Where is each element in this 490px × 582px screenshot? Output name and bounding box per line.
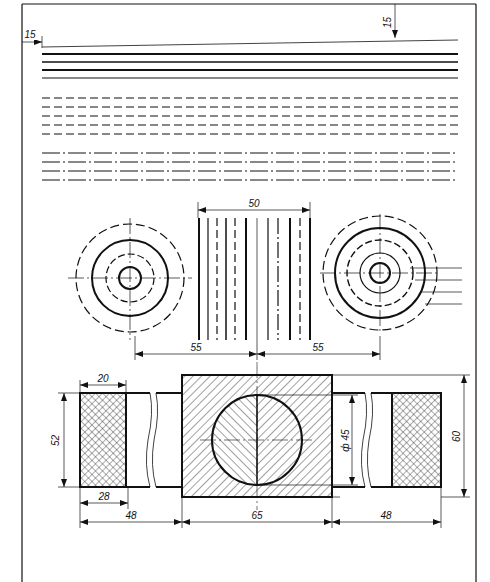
- dimension-value: 48: [379, 510, 392, 521]
- dimension-value: 28: [97, 491, 110, 502]
- dimension-value: 50: [247, 198, 260, 209]
- dimension-value: 55: [189, 342, 202, 353]
- dimension-value: 65: [250, 510, 263, 521]
- dimension-value: 20: [96, 373, 109, 384]
- dimension-value: 55: [311, 342, 324, 353]
- dimension-value: 15: [383, 15, 394, 28]
- dimension-value: 48: [124, 510, 137, 521]
- dimension-value: 60: [452, 429, 463, 442]
- dimension-value: 15: [23, 29, 36, 40]
- dimension-value: ф 45: [339, 428, 350, 452]
- dimension-value: 52: [51, 433, 62, 446]
